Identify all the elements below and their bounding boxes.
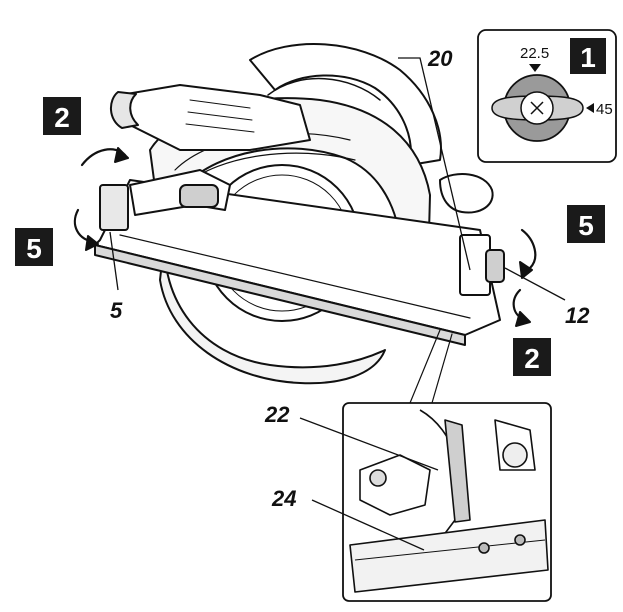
inset-screw <box>478 542 490 554</box>
base-plate-edge <box>94 244 466 346</box>
detail-inset <box>299 402 552 602</box>
handle-grip <box>267 77 381 101</box>
rotate-arrow-head-icon <box>85 235 99 251</box>
leader-20 <box>398 57 471 271</box>
dial-screw-cross-icon <box>530 101 544 115</box>
callouts: 20 5 12 22 24 <box>109 46 590 511</box>
front-knob <box>439 173 494 214</box>
step-badge-2-right: 2 <box>513 338 551 376</box>
inset-leader <box>409 329 453 404</box>
rear-handle <box>249 43 442 166</box>
step-badge-1: 1 <box>570 38 606 74</box>
step-badge-2-left: 2 <box>43 97 81 135</box>
rotate-arrow-head-icon <box>519 261 533 279</box>
rotate-arrow-icon <box>520 228 537 270</box>
dial-marker-right-icon <box>586 103 594 113</box>
dial-label-22-5: 22.5 <box>520 45 549 62</box>
inset-base-rail <box>354 539 546 561</box>
dial-label-45: 45 <box>596 101 613 118</box>
callout-20: 20 <box>427 46 453 71</box>
leader-24 <box>311 499 425 551</box>
rotate-arrow-icon <box>73 208 97 244</box>
leader-22 <box>299 417 439 471</box>
lower-blade-guard <box>159 234 386 385</box>
callout-22: 22 <box>264 402 290 427</box>
inset-bolt <box>369 469 387 487</box>
motor-vents <box>185 99 255 133</box>
inset-knob-cap <box>502 442 528 468</box>
step-badge-1-label: 1 <box>580 42 596 73</box>
bevel-knob-rear <box>485 249 505 283</box>
step-badge-5-left-label: 5 <box>26 233 42 264</box>
step-badge-5-right-label: 5 <box>578 210 594 241</box>
step-badge-5-left: 5 <box>15 228 53 266</box>
motor-housing <box>119 84 311 151</box>
inset-screw <box>514 534 526 546</box>
leader-12 <box>504 267 566 301</box>
dial-marker-top-icon <box>529 64 541 72</box>
bevel-bracket-front <box>99 184 129 231</box>
callout-24: 24 <box>271 486 296 511</box>
motor-end-cap <box>110 91 139 129</box>
callout-12: 12 <box>565 303 590 328</box>
leader-5 <box>109 231 119 291</box>
saw-illustration <box>73 43 537 404</box>
inset-base <box>349 519 549 593</box>
rotate-arrow-head-icon <box>515 311 531 327</box>
base-plate-rail <box>119 234 471 319</box>
step-badge-5-right: 5 <box>567 205 605 243</box>
depth-knob <box>179 184 219 208</box>
callout-5: 5 <box>110 298 123 323</box>
step-badge-2-left-label: 2 <box>54 102 70 133</box>
rotate-arrow-head-icon <box>114 147 129 163</box>
step-badge-2-right-label: 2 <box>524 343 540 374</box>
inset-bevel-scale <box>444 419 471 523</box>
